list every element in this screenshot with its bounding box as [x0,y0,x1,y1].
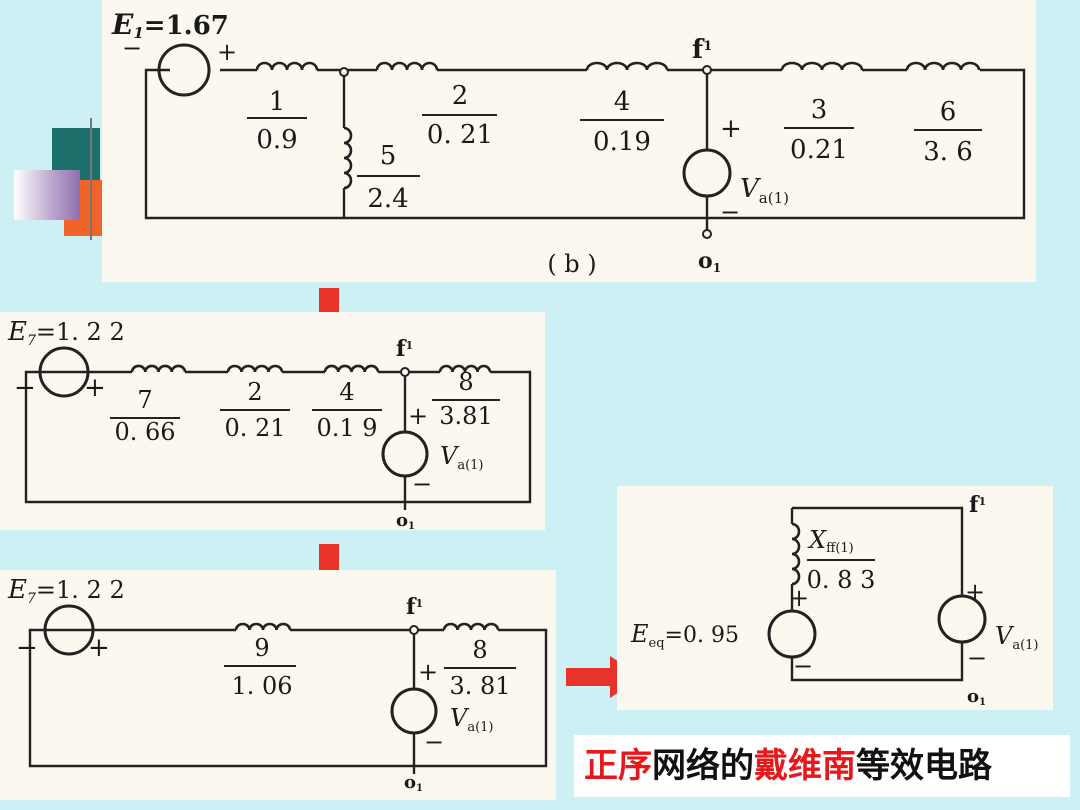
va-label: Va(1) [450,704,494,735]
thevenin-panel: f1 o1 Xff(1) 0. 8 3 + − Eeq=0. 95 + − Va… [617,486,1053,710]
node-o-label: o1 [698,248,721,275]
decor-gradient-square [14,170,80,220]
e1-label: E1=1.67 [111,8,229,42]
el3-num: 3 [811,95,828,125]
el4-num: 4 [339,378,354,406]
va-source-icon [682,148,732,198]
el2-num: 2 [452,81,469,111]
va-minus: − [720,198,740,226]
e7-minus: − [14,373,36,403]
el7-val: 0. 66 [114,418,175,446]
node-f-label: f1 [692,35,712,65]
el8-num: 8 [472,636,487,664]
e1-plus: + [217,38,237,66]
e1-minus: − [122,34,142,62]
node-o-label: o1 [404,772,423,794]
el1-num: 1 [269,87,286,117]
el4-val: 0.1 9 [316,414,377,442]
e7-plus: + [84,373,106,403]
slide-caption: 正序网络的戴维南等效电路 [574,735,1070,797]
xff-label: Xff(1) [807,526,854,556]
el3-val: 0.21 [790,135,848,165]
circuit-b-panel: E1=1.67 − + f1 o1 + − Va(1) 1 0.9 2 0. 2… [102,0,1036,282]
va-label: Va(1) [440,442,484,473]
circuit-b-diagram: E1=1.67 − + f1 o1 + − Va(1) 1 0.9 2 0. 2… [111,8,1026,278]
va-minus: − [424,728,444,756]
el5-val: 2.4 [367,184,408,214]
va-label: Va(1) [740,174,789,207]
caption-equivalent-circuit: 等效电路 [856,746,992,786]
e7-plus: + [88,633,110,663]
el4-num: 4 [614,87,631,117]
el8-val: 3. 81 [449,672,510,700]
el8-num: 8 [458,368,473,396]
el2-num: 2 [247,378,262,406]
node-f-label: f1 [969,492,986,518]
el6-val: 3. 6 [923,137,973,167]
va-minus: − [967,644,987,672]
el8-val: 3.81 [439,402,492,430]
e7-label: E7=1. 2 2 [7,317,125,349]
node-f-label: f1 [406,594,423,620]
va-minus: − [412,470,432,498]
caption-positive-seq: 正序 [584,746,652,786]
eeq-label: Eeq=0. 95 [630,620,739,651]
e7-minus: − [16,633,38,663]
decor-line-v [90,118,92,240]
el9-num: 9 [254,634,269,662]
circuit-2-diagram: E7=1. 2 2 − + f1 o1 + − Va(1) 7 0. 66 2 … [7,317,532,530]
eeq-plus: + [789,584,809,612]
el9-val: 1. 06 [231,672,292,700]
el7-num: 7 [137,386,152,414]
el5-num: 5 [380,141,397,171]
el2-val: 0. 21 [224,414,285,442]
circuit-b-caption: ( b ) [547,250,596,278]
el4-val: 0.19 [593,127,651,157]
node-o-label: o1 [967,686,986,708]
va-plus: + [408,402,428,430]
circuit-3-diagram: E7=1. 2 2 − + f1 o1 + − Va(1) 9 1. 06 8 … [7,575,548,794]
va-source-icon [390,687,438,735]
va-plus: + [720,114,742,144]
eeq-minus: − [793,652,813,680]
va-plus: + [965,578,985,606]
va-label: Va(1) [995,622,1039,653]
caption-network-of: 网络的 [652,746,754,786]
va-source-icon [381,430,429,478]
eeq-source-icon [767,609,817,659]
node-f-label: f1 [396,336,413,362]
el6-num: 6 [940,97,957,127]
thevenin-diagram: f1 o1 Xff(1) 0. 8 3 + − Eeq=0. 95 + − Va… [630,492,1039,708]
e1-source-icon [157,43,211,97]
el1-val: 0.9 [256,125,297,155]
el2-val: 0. 21 [427,120,493,150]
va-source-icon [937,594,987,644]
va-plus: + [418,658,438,686]
e7-label: E7=1. 2 2 [7,575,125,607]
caption-thevenin: 戴维南 [754,746,856,786]
circuit-2-panel: E7=1. 2 2 − + f1 o1 + − Va(1) 7 0. 66 2 … [0,312,545,530]
circuit-3-panel: E7=1. 2 2 − + f1 o1 + − Va(1) 9 1. 06 8 … [0,570,556,800]
xff-value: 0. 8 3 [807,566,876,594]
node-o-label: o1 [396,510,415,530]
